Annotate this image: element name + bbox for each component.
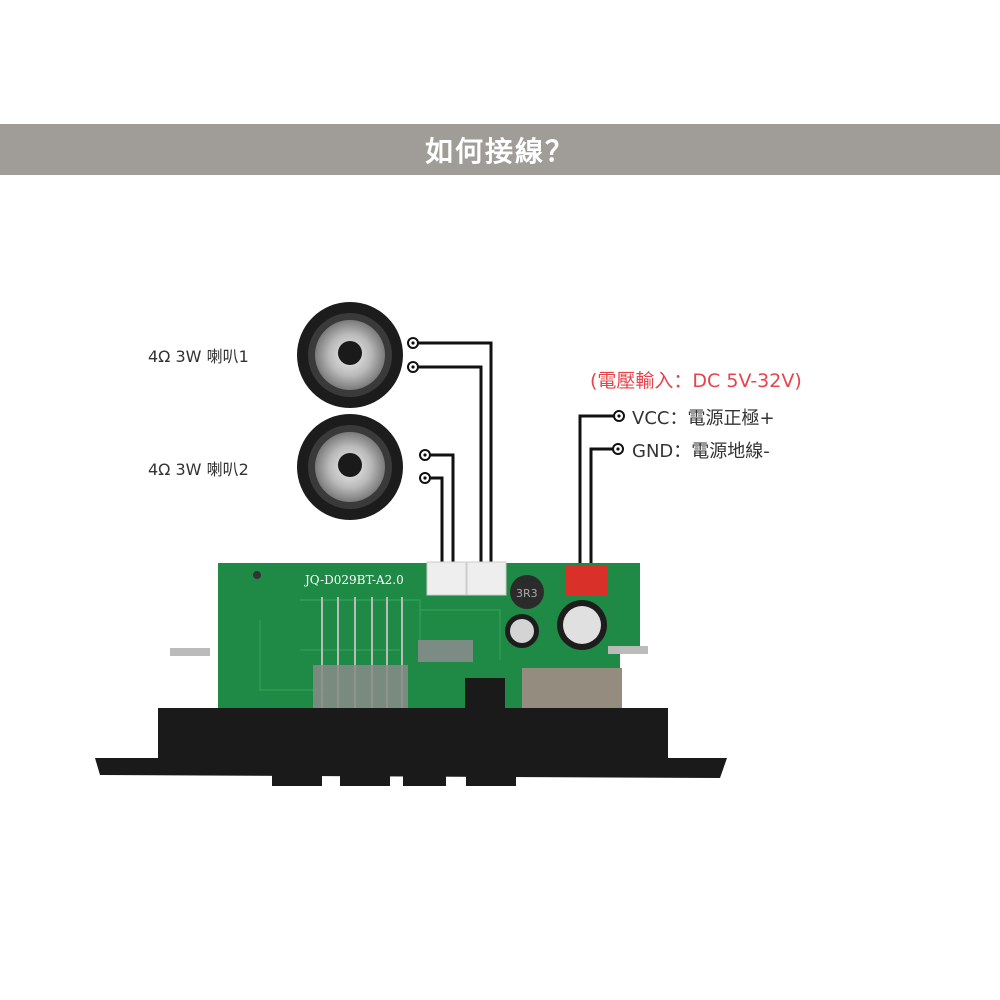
vcc-label: VCC：電源正極+ xyxy=(632,408,775,429)
speaker-1-icon xyxy=(297,302,403,408)
board-model-text: JQ-D029BT-A2.0 xyxy=(303,573,404,587)
page-title: 如何接線？ xyxy=(424,134,575,168)
bluetooth-mp3-board: JQ-D029BT-A2.0 3R3 xyxy=(170,561,648,715)
power-connector xyxy=(565,566,608,596)
front-panel xyxy=(95,708,727,786)
voltage-input-label: (電壓輸入：DC 5V-32V) xyxy=(590,370,802,392)
title-banner: 如何接線？ xyxy=(0,124,1000,175)
speaker-2-icon xyxy=(297,414,403,520)
speaker-wires xyxy=(418,341,614,585)
speaker-2-label: 4Ω 3W 喇叭2 xyxy=(148,460,249,479)
speaker-1-label: 4Ω 3W 喇叭1 xyxy=(148,347,249,366)
gnd-label: GND：電源地線- xyxy=(632,441,770,462)
inductor-label: 3R3 xyxy=(516,587,538,600)
